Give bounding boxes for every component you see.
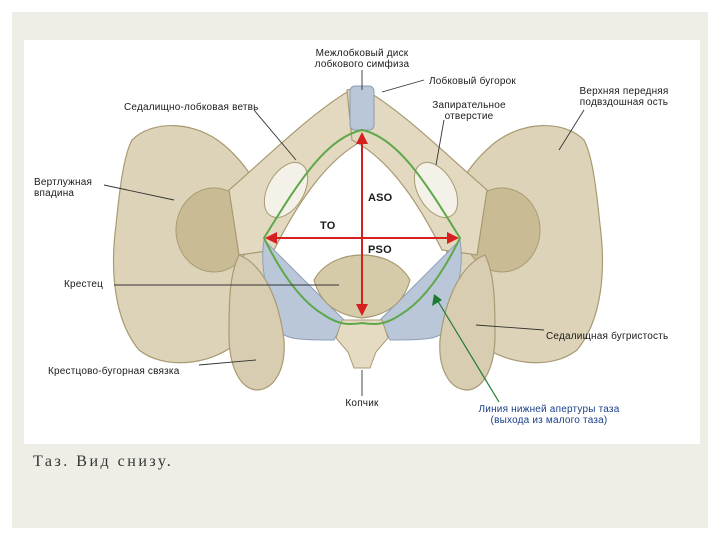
label-acetabulum-line2: впадина [34, 188, 75, 199]
coccyx-bone [335, 319, 389, 369]
label-outlet-line2: (выхода из малого таза) [490, 415, 608, 426]
label-obturator-foramen: Запирательное отверстие [419, 100, 519, 122]
label-ischial-tuberosity: Седалищная бугристость [546, 331, 669, 342]
to-arrowhead-left [265, 232, 277, 244]
right-ischial-tuberosity [439, 254, 496, 391]
left-obturator-foramen [263, 162, 309, 218]
outlet-pointer [432, 294, 500, 403]
label-asis: Верхняя передняя подвздошная ость [564, 86, 684, 108]
label-acetabulum: Вертлужная впадина [34, 177, 92, 199]
label-symphysis-disc: Межлобковый диск лобкового симфиза [294, 48, 430, 70]
label-symphysis-disc-line2: лобкового симфиза [314, 59, 410, 70]
label-sacrotuberous-ligament: Крестцово-бугорная связка [48, 366, 180, 377]
label-outlet-line: Линия нижней апертуры таза (выхода из ма… [454, 404, 644, 426]
label-symphysis-disc-line1: Межлобковый диск [315, 48, 409, 59]
label-outlet-line1: Линия нижней апертуры таза [478, 404, 620, 415]
label-ischiopubic-ramus: Седалищно-лобковая ветвь [124, 102, 259, 113]
measure-pso: PSO [368, 244, 392, 256]
leader-lines [103, 70, 585, 396]
left-ischial-tuberosity [228, 254, 285, 391]
label-coccyx: Копчик [345, 398, 379, 409]
to-arrowhead-right [447, 232, 459, 244]
label-asis-line1: Верхняя передняя [579, 86, 669, 97]
measure-to: TO [320, 220, 336, 232]
pelvis-illustration [103, 70, 604, 403]
label-asis-line2: подвздошная ость [579, 97, 669, 108]
right-obturator-foramen [413, 162, 459, 218]
symphysis-disc [349, 85, 375, 131]
label-acetabulum-line1: Вертлужная [34, 177, 93, 188]
measure-aso: ASO [368, 192, 393, 204]
pso-arrowhead [356, 304, 368, 316]
label-pubic-tubercle: Лобковый бугорок [429, 76, 516, 87]
label-sacrum: Крестец [64, 279, 104, 290]
label-obturator-line2: отверстие [444, 111, 494, 122]
outlet-line [262, 128, 462, 325]
pelvis-figure: Межлобковый диск лобкового симфиза Лобко… [24, 40, 700, 444]
label-obturator-line1: Запирательное [432, 100, 506, 111]
slide-caption: Таз. Вид снизу. [33, 453, 174, 470]
aso-arrowhead [356, 132, 368, 144]
